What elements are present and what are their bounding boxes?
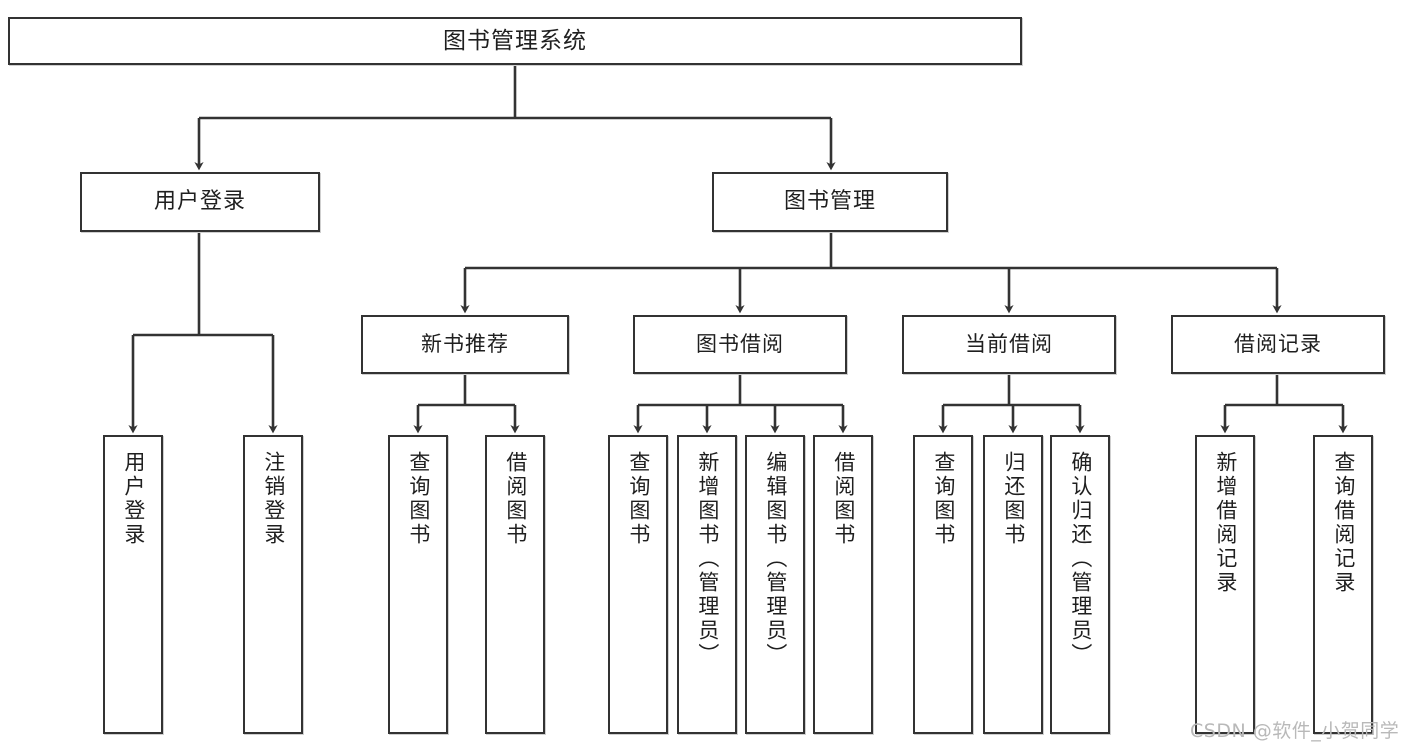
- node-leaf-user-login[interactable]: 用户登录: [103, 435, 163, 734]
- node-label: 新增图书（管理员）: [695, 451, 720, 667]
- node-leaf-new-book-query[interactable]: 查询图书: [388, 435, 448, 734]
- node-label: 确认归还（管理员）: [1068, 451, 1093, 667]
- node-leaf-edit-book-admin[interactable]: 编辑图书（管理员）: [745, 435, 805, 734]
- csdn-watermark: CSDN @软件_小贺同学: [1190, 720, 1400, 742]
- node-label: 查询图书: [626, 451, 651, 547]
- node-label: 图书管理: [783, 189, 876, 215]
- node-user-login[interactable]: 用户登录: [80, 172, 320, 232]
- node-label: 注销登录: [261, 451, 286, 547]
- node-book-management[interactable]: 图书管理: [712, 172, 948, 232]
- node-current-borrow[interactable]: 当前借阅: [902, 315, 1116, 374]
- node-label: 新增借阅记录: [1213, 451, 1238, 595]
- node-leaf-logout[interactable]: 注销登录: [243, 435, 303, 734]
- node-book-borrow[interactable]: 图书借阅: [633, 315, 847, 374]
- node-leaf-current-query-book[interactable]: 查询图书: [913, 435, 973, 734]
- node-leaf-borrow-book[interactable]: 借阅图书: [813, 435, 873, 734]
- node-label: 编辑图书（管理员）: [763, 451, 788, 667]
- node-label: 当前借阅: [965, 332, 1053, 357]
- node-label: 查询图书: [406, 451, 431, 547]
- node-label: 用户登录: [121, 451, 146, 547]
- node-label: 查询借阅记录: [1331, 451, 1356, 595]
- node-leaf-add-borrow-record[interactable]: 新增借阅记录: [1195, 435, 1255, 734]
- node-label: 新书推荐: [421, 332, 509, 357]
- node-borrow-record[interactable]: 借阅记录: [1171, 315, 1385, 374]
- node-label: 借阅图书: [503, 451, 528, 547]
- node-label: 查询图书: [931, 451, 956, 547]
- node-new-book-recommend[interactable]: 新书推荐: [361, 315, 569, 374]
- node-label: 归还图书: [1001, 451, 1026, 547]
- node-leaf-confirm-return-admin[interactable]: 确认归还（管理员）: [1050, 435, 1110, 734]
- node-label: 用户登录: [153, 189, 246, 215]
- node-leaf-borrow-query-book[interactable]: 查询图书: [608, 435, 668, 734]
- node-label: 图书借阅: [696, 332, 784, 357]
- node-root-book-management-system[interactable]: 图书管理系统: [8, 17, 1022, 65]
- node-label: 借阅记录: [1234, 332, 1322, 357]
- node-leaf-new-book-borrow[interactable]: 借阅图书: [485, 435, 545, 734]
- node-label: 图书管理系统: [443, 27, 587, 54]
- node-label: 借阅图书: [831, 451, 856, 547]
- node-leaf-query-borrow-record[interactable]: 查询借阅记录: [1313, 435, 1373, 734]
- node-leaf-add-book-admin[interactable]: 新增图书（管理员）: [677, 435, 737, 734]
- node-leaf-return-book[interactable]: 归还图书: [983, 435, 1043, 734]
